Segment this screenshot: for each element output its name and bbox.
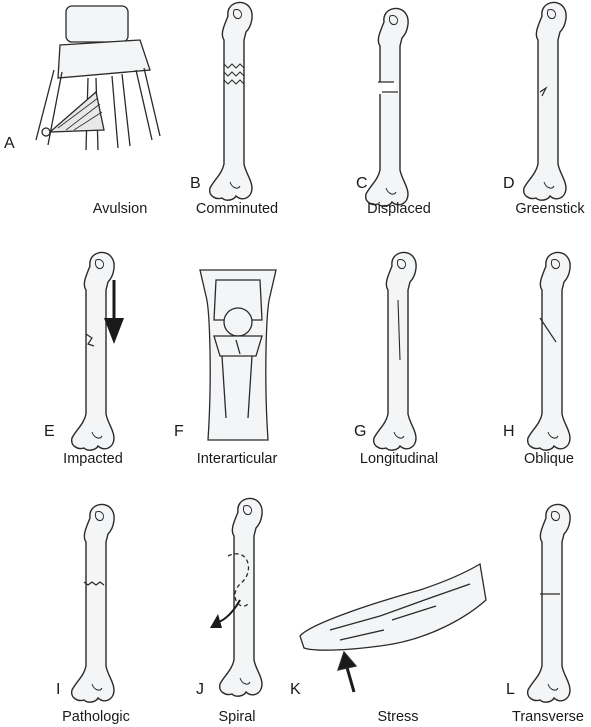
figure-b-comminuted xyxy=(208,1,253,201)
caption-greenstick: Greenstick xyxy=(515,201,585,217)
label-letter-b: B xyxy=(190,175,201,192)
caption-avulsion: Avulsion xyxy=(92,201,148,217)
label-letter-f: F xyxy=(174,423,184,440)
label-letter-c: C xyxy=(356,175,368,192)
label-letter-d: D xyxy=(503,175,515,192)
figure-c-displaced xyxy=(364,7,409,207)
figure-i-pathologic xyxy=(70,503,115,703)
figure-e-impacted xyxy=(70,251,124,451)
label-letter-h: H xyxy=(503,423,515,440)
caption-oblique: Oblique xyxy=(524,451,574,467)
label-letter-j: J xyxy=(196,681,204,698)
figure-k-stress xyxy=(299,562,487,693)
label-letter-l: L xyxy=(506,681,515,698)
caption-transverse: Transverse xyxy=(512,709,584,725)
label-letter-g: G xyxy=(354,423,367,440)
label-letter-i: I xyxy=(56,681,61,698)
caption-longitudinal: Longitudinal xyxy=(359,451,439,467)
label-letter-k: K xyxy=(290,681,301,698)
caption-pathologic: Pathologic xyxy=(62,709,130,725)
caption-stress: Stress xyxy=(377,709,419,725)
figure-d-greenstick xyxy=(522,1,567,201)
caption-comminuted: Comminuted xyxy=(195,201,279,217)
label-letter-a: A xyxy=(4,135,15,152)
figure-g-longitudinal xyxy=(372,251,417,451)
figure-j-spiral xyxy=(210,497,263,697)
caption-spiral: Spiral xyxy=(218,709,256,725)
caption-impacted: Impacted xyxy=(63,451,123,467)
label-letter-e: E xyxy=(44,423,55,440)
figure-a-avulsion xyxy=(35,5,161,151)
figure-f-interarticular xyxy=(199,269,277,441)
figure-l-transverse xyxy=(526,503,571,703)
figure-h-oblique xyxy=(526,251,571,451)
caption-displaced: Displaced xyxy=(367,201,431,217)
caption-interarticular: Interarticular xyxy=(196,451,278,467)
